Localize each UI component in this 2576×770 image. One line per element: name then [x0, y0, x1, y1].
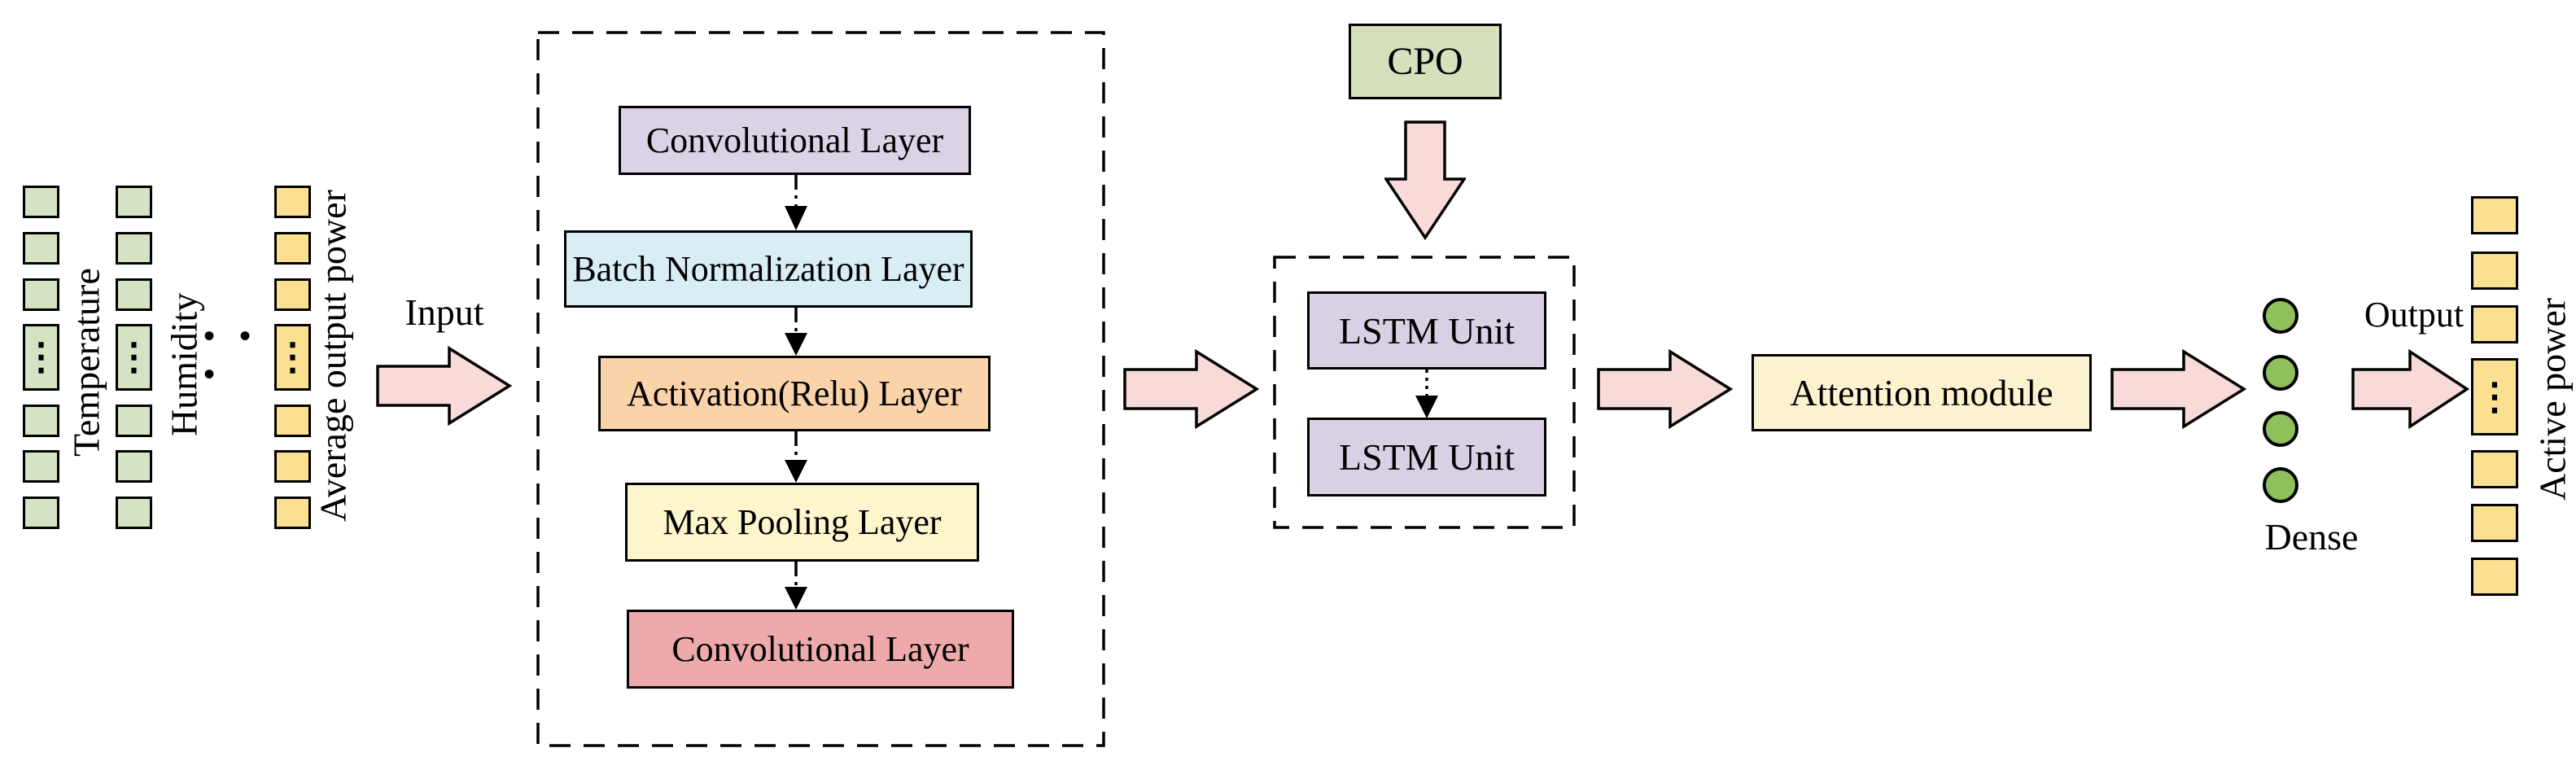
cnn-layer-conv2: Convolutional Layer — [627, 610, 1014, 689]
cnn-layer-batchnorm: Batch Normalization Layer — [564, 230, 973, 308]
output-cell — [2471, 450, 2518, 488]
lstm-unit-1: LSTM Unit — [1307, 291, 1546, 370]
input-cell — [23, 186, 59, 218]
output-block-arrow-icon — [2351, 348, 2470, 430]
output-cell — [2471, 305, 2518, 343]
input-cell-ellipsis: ⋮ — [22, 324, 60, 391]
input-cell — [116, 186, 152, 218]
output-cell-ellipsis: ⋮ — [2471, 358, 2518, 435]
cnn-layer-activation: Activation(Relu) Layer — [598, 356, 991, 431]
output-flow-label: Output — [2364, 294, 2464, 335]
input-cell-ellipsis: ⋮ — [115, 324, 153, 391]
output-cell — [2471, 252, 2518, 290]
input-cell — [274, 497, 311, 529]
lstm-unit-2: LSTM Unit — [1307, 418, 1546, 497]
lstm-to-attention-block-arrow-icon — [1597, 349, 1734, 429]
temperature-label: Temperature — [65, 268, 107, 457]
cnn-block-dashed-border — [536, 31, 1105, 747]
input-cell — [23, 405, 59, 437]
input-cell — [116, 450, 152, 483]
input-cell — [116, 497, 152, 529]
output-cell — [2471, 558, 2518, 596]
connector-arrow-icon — [1415, 370, 1438, 418]
input-cell — [23, 232, 59, 265]
dense-node — [2263, 355, 2298, 391]
input-cell — [116, 278, 152, 311]
dense-node — [2263, 467, 2298, 503]
attention-to-dense-block-arrow-icon — [2110, 349, 2247, 429]
cnn-layer-conv1: Convolutional Layer — [619, 106, 971, 175]
output-cell — [2471, 196, 2518, 234]
cnn-to-lstm-block-arrow-icon — [1123, 349, 1260, 429]
input-cell — [23, 450, 59, 483]
connector-arrow-icon — [785, 175, 807, 230]
dense-node — [2263, 298, 2298, 334]
input-cell-ellipsis: ⋮ — [273, 324, 312, 391]
dense-node — [2263, 411, 2298, 447]
input-cell — [274, 405, 311, 437]
input-cell — [274, 232, 311, 265]
vertical-ellipsis: ⋮ — [115, 336, 153, 378]
cpo-box: CPO — [1349, 24, 1502, 99]
dense-label: Dense — [2264, 515, 2359, 558]
input-cell — [274, 186, 311, 218]
input-cell — [23, 497, 59, 529]
lstm-block-dashed-border — [1273, 256, 1576, 529]
vertical-ellipsis: ⋮ — [22, 336, 60, 378]
input-block-arrow-icon — [376, 346, 513, 426]
attention-module-box: Attention module — [1752, 354, 2092, 431]
connector-arrow-icon — [785, 431, 807, 483]
input-cell — [116, 232, 152, 265]
input-cell — [274, 278, 311, 311]
input-cell — [23, 278, 59, 311]
input-cell — [274, 450, 311, 483]
humidity-label: Humidity — [163, 292, 205, 437]
cnn-layer-maxpool: Max Pooling Layer — [625, 483, 979, 562]
connector-arrow-icon — [785, 308, 807, 356]
vertical-ellipsis: ⋮ — [273, 336, 312, 378]
input-flow-label: Input — [405, 291, 484, 333]
columns-ellipsis: • • • — [203, 317, 260, 392]
avg-output-power-label: Average output power — [312, 190, 354, 522]
cpo-down-block-arrow-icon — [1384, 120, 1466, 240]
input-cell — [116, 405, 152, 437]
connector-arrow-icon — [785, 562, 807, 610]
vertical-ellipsis: ⋮ — [2476, 375, 2513, 418]
active-power-label: Active power — [2531, 297, 2574, 501]
output-cell — [2471, 504, 2518, 542]
